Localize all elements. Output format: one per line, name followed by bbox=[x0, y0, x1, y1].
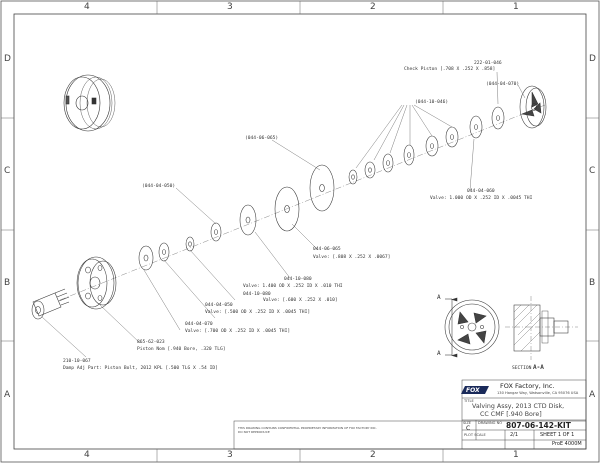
check-piston bbox=[519, 85, 547, 129]
callout-865-62-023-desc: Piston Nom [.940 Bore, .320 TLG] bbox=[137, 347, 226, 352]
company-address: 130 Hangar Way, Watsonville, CA 95076 US… bbox=[497, 391, 579, 395]
callout-044-06-065-ref: (044-06-065) bbox=[245, 136, 279, 141]
zone-top-2: 2 bbox=[370, 2, 376, 12]
zone-bottom-1: 1 bbox=[513, 450, 519, 460]
assembled-piston-view bbox=[63, 74, 116, 132]
callout-044-10-080-desc: Valve: 1.400 OD X .252 ID X .010 THI bbox=[243, 284, 343, 289]
exploded-stack bbox=[31, 85, 547, 320]
section-label: SECTION bbox=[512, 366, 532, 371]
plot-scale-label: PLOT SCALE bbox=[464, 433, 486, 437]
size-label: SIZE bbox=[463, 421, 472, 425]
zone-left-D: D bbox=[4, 54, 11, 64]
fox-logo-text: FOX bbox=[466, 387, 480, 394]
section-marker-bottom: A bbox=[437, 350, 441, 357]
callout-044-04-050-ref: (044-04-050) bbox=[142, 184, 176, 189]
callout-044-04-070-desc: Valve: [.700 OD X .252 ID X .0045 THI] bbox=[185, 329, 291, 334]
fox-logo bbox=[461, 386, 489, 394]
drawing-number: 807-06-142-KIT bbox=[506, 421, 571, 430]
zone-bottom-4: 4 bbox=[84, 450, 90, 460]
zone-bottom-3: 3 bbox=[227, 450, 233, 460]
zone-left-A: A bbox=[4, 390, 11, 400]
main-piston bbox=[76, 256, 117, 310]
zone-right-C: C bbox=[589, 166, 596, 176]
revision-info: ProE 4000M bbox=[552, 441, 582, 447]
size-value: C bbox=[466, 425, 471, 432]
section-view bbox=[444, 296, 578, 360]
callout-044-06-065-desc: Valve: [.808 X .252 X .0067] bbox=[313, 255, 391, 260]
title-label: TITLE bbox=[464, 399, 474, 403]
callout-check-piston-desc: Check Piston [.708 X .252 X .858] bbox=[404, 67, 496, 72]
callout-210-10-067-desc: Damp Adj Part: Piston Bolt, 2012 KPL [.5… bbox=[63, 366, 218, 371]
title-line-2: CC CMF [.940 Bore] bbox=[480, 411, 542, 418]
company-name: FOX Factory, Inc. bbox=[500, 382, 555, 390]
plot-scale-value: 2/1 bbox=[510, 432, 519, 438]
callout-865-62-023-part: 865-62-023 bbox=[137, 340, 165, 345]
sheet-number: SHEET 1 OF 1 bbox=[540, 432, 575, 438]
callout-044-10-080b-part: 044-10-080 bbox=[243, 292, 271, 297]
callout-210-10-067-part: 210-10-067 bbox=[63, 359, 91, 364]
zone-top-3: 3 bbox=[227, 2, 233, 12]
callout-check-piston-part: 222-01-046 bbox=[474, 61, 502, 66]
zone-top-4: 4 bbox=[84, 2, 90, 12]
callout-044-06-065-part: 044-06-065 bbox=[313, 247, 341, 252]
zone-bottom-2: 2 bbox=[370, 450, 376, 460]
callout-044-04-070-ref: (044-04-070) bbox=[486, 82, 520, 87]
zone-right-B: B bbox=[589, 278, 596, 288]
section-marker-top: A bbox=[437, 294, 441, 301]
confidential-notice: THIS DRAWING CONTAINS CONFIDENTIAL PROPR… bbox=[238, 426, 377, 434]
callout-044-04-050-desc: Valve: [.500 OD X .252 ID X .0045 THI] bbox=[205, 310, 311, 315]
callout-044-10-046-ref: (044-10-046) bbox=[415, 100, 449, 105]
section-name: A-A bbox=[533, 364, 544, 371]
zone-right-D: D bbox=[589, 54, 596, 64]
zone-left-C: C bbox=[4, 166, 11, 176]
callout-044-04-060-part: 044-04-060 bbox=[467, 189, 495, 194]
zone-right-A: A bbox=[589, 390, 596, 400]
title-block-frame bbox=[233, 379, 587, 450]
callout-044-04-050-part: 044-04-050 bbox=[205, 303, 233, 308]
callout-044-04-060-desc: Valve: 1.000 OD X .252 ID X .0045 THI bbox=[430, 196, 533, 201]
drawing-no-label: DRAWING NO bbox=[478, 421, 503, 425]
callout-044-10-080-part: 044-10-080 bbox=[284, 277, 312, 282]
callout-044-10-080b-desc: Valve: [.600 X .252 X .010] bbox=[263, 298, 338, 303]
zone-top-1: 1 bbox=[513, 2, 519, 12]
leader-lines bbox=[41, 71, 526, 358]
zone-left-B: B bbox=[4, 278, 11, 288]
callout-044-04-070-part: 044-04-070 bbox=[185, 322, 213, 327]
piston-bolt bbox=[31, 288, 70, 320]
title-line-1: Valving Assy, 2013 CTD Disk, bbox=[472, 403, 565, 410]
